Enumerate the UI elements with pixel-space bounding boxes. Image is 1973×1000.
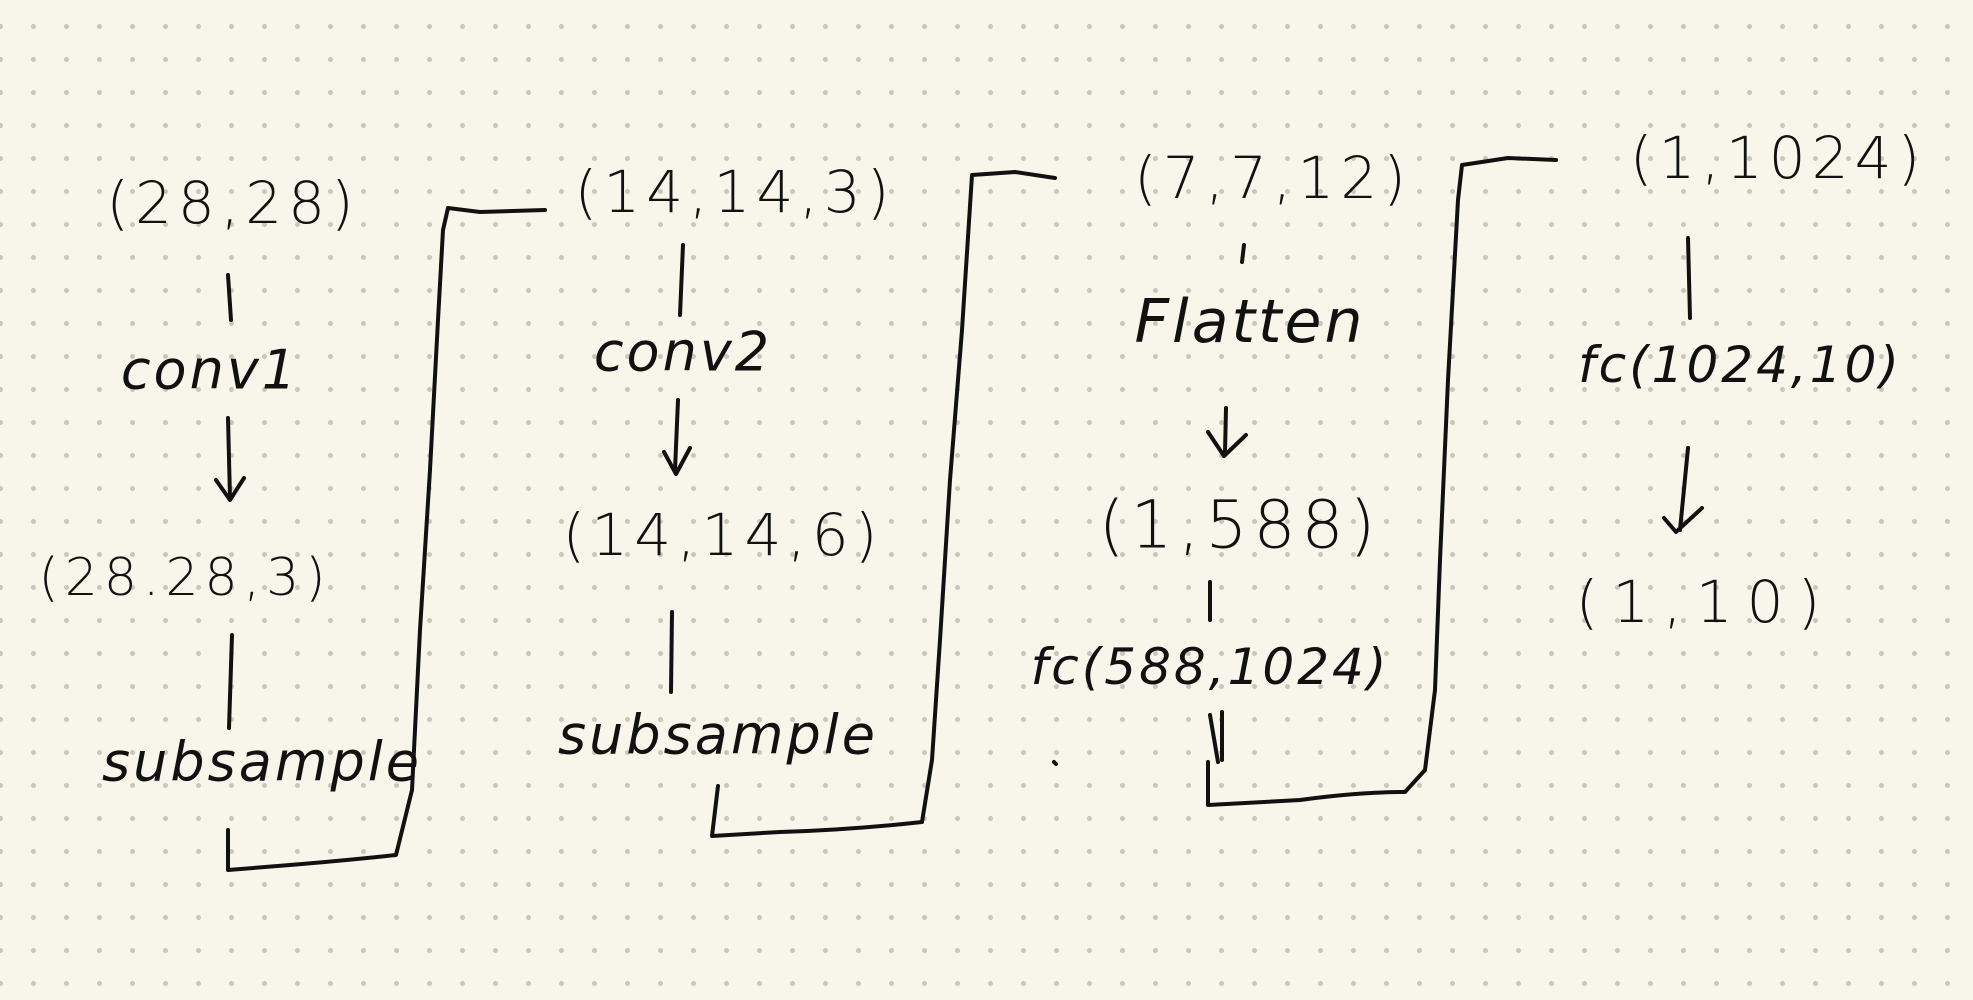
col3-post-op-fc: fc(588,1024) bbox=[1030, 638, 1390, 696]
col3-input-shape: (7,7,12) bbox=[1134, 144, 1412, 212]
link-input-to-conv1 bbox=[226, 273, 233, 322]
col1-output-shape: (28.28,3) bbox=[38, 548, 332, 608]
col2-input-shape: (14,14,3) bbox=[574, 158, 896, 226]
arrow-conv2-to-output bbox=[662, 398, 692, 476]
col4-op-fc: fc(1024,10) bbox=[1578, 336, 1902, 394]
stray-dot bbox=[1052, 760, 1058, 766]
connector-col3-to-col4 bbox=[1206, 156, 1558, 807]
link-input-to-conv2 bbox=[678, 243, 685, 317]
col3-output-shape: (1,588) bbox=[1098, 486, 1382, 564]
col1-op-conv1: conv1 bbox=[120, 338, 300, 402]
col2-output-shape: (14,14,6) bbox=[562, 501, 884, 569]
col3-op-flatten: Flatten bbox=[1134, 287, 1366, 357]
col4-output-shape: (1,10) bbox=[1575, 568, 1835, 636]
col1-input-shape: (28,28) bbox=[106, 169, 360, 237]
link-fc-down bbox=[1208, 710, 1224, 764]
arrow-fc2-to-output bbox=[1662, 446, 1704, 534]
col1-post-op-subsample: subsample bbox=[102, 730, 422, 794]
link-input-to-flatten bbox=[1240, 243, 1246, 264]
arrow-conv1-to-output bbox=[214, 416, 246, 502]
col2-op-conv2: conv2 bbox=[593, 320, 773, 384]
arrow-flatten-to-output bbox=[1206, 406, 1248, 458]
arrow-output-to-subsample bbox=[227, 633, 234, 730]
link-output-to-subsample bbox=[669, 610, 674, 694]
link-input-to-fc2 bbox=[1686, 236, 1692, 320]
col2-post-op-subsample: subsample bbox=[558, 703, 878, 767]
connector-col2-to-col3 bbox=[710, 170, 1057, 838]
col4-input-shape: (1,1024) bbox=[1629, 124, 1927, 192]
connector-col1-to-col2 bbox=[226, 206, 547, 872]
